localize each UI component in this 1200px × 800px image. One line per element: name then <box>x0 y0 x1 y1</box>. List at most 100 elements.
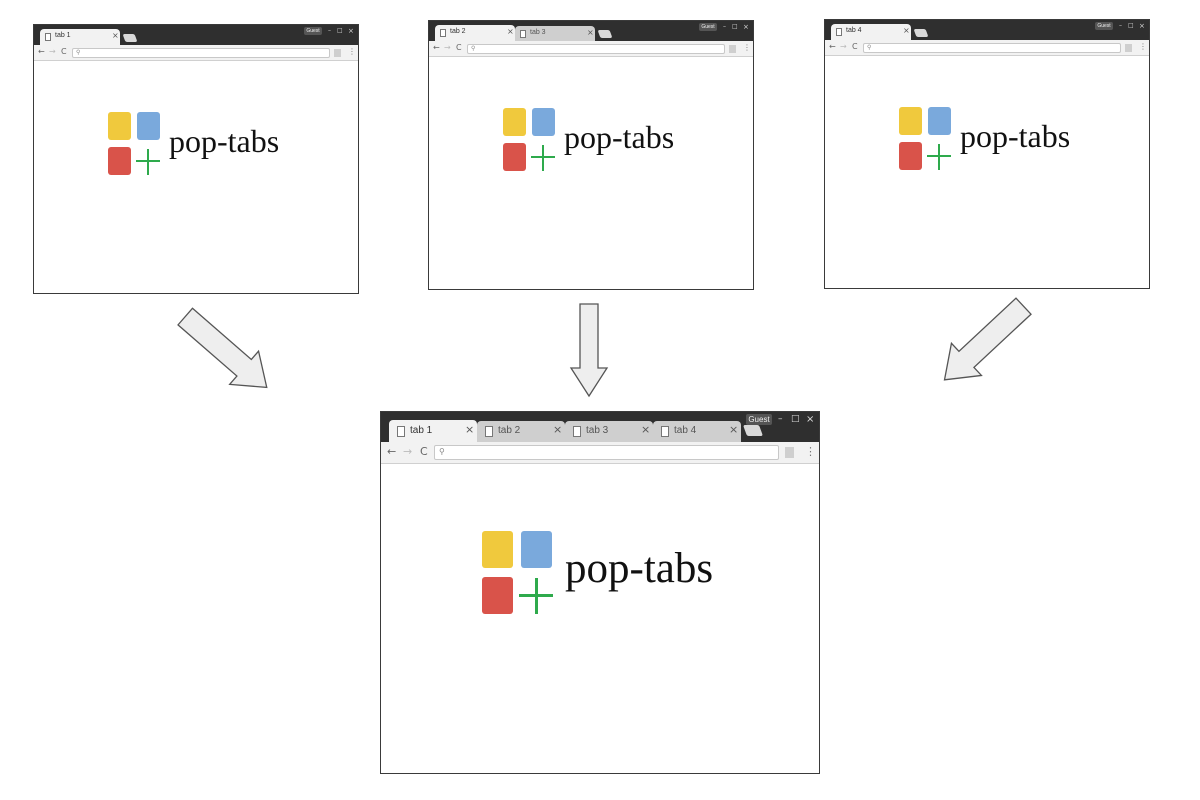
minimize-icon[interactable]: – <box>1119 22 1122 29</box>
minimize-icon[interactable]: – <box>723 23 726 30</box>
pop-tabs-logo: pop-tabs <box>503 108 693 172</box>
extension-icon[interactable] <box>729 45 736 53</box>
tab-label: tab 2 <box>450 28 466 35</box>
maximize-icon[interactable]: □ <box>337 27 343 34</box>
guest-badge[interactable]: Guest <box>304 27 322 35</box>
logo-plus-icon-stem <box>938 144 940 170</box>
search-icon: ⚲ <box>867 44 872 51</box>
logo-red-square <box>482 577 513 614</box>
reload-icon[interactable]: C <box>61 47 67 56</box>
tab-3[interactable]: tab 3 × <box>515 26 595 41</box>
tab-2[interactable]: tab 2 × <box>477 421 565 442</box>
extension-icon[interactable] <box>1125 44 1132 52</box>
tab-label: tab 1 <box>410 425 433 436</box>
page-content: pop-tabs <box>34 61 358 293</box>
close-window-icon[interactable]: × <box>743 23 749 31</box>
address-bar[interactable]: ⚲ <box>434 445 779 460</box>
reload-icon[interactable]: C <box>456 43 462 52</box>
logo-text: pop-tabs <box>960 118 1071 154</box>
maximize-icon[interactable]: □ <box>732 23 738 30</box>
page-icon <box>520 30 526 38</box>
close-window-icon[interactable]: × <box>806 414 815 425</box>
tab-close-button[interactable]: × <box>553 423 563 436</box>
forward-icon[interactable]: → <box>840 42 847 51</box>
close-window-icon[interactable]: × <box>348 27 354 35</box>
toolbar: ← → C ⚲ ⋮ <box>825 40 1149 56</box>
tab-4[interactable]: tab 4 × <box>831 24 911 40</box>
title-bar: tab 2 × tab 3 × Guest – □ × <box>429 21 753 41</box>
extension-icon[interactable] <box>785 447 794 458</box>
browser-window-3: tab 4 × Guest – □ × ← → C ⚲ ⋮ pop-tabs <box>824 19 1150 289</box>
menu-dots-icon[interactable]: ⋮ <box>348 47 356 56</box>
page-content: pop-tabs <box>381 464 819 773</box>
tab-close-button[interactable]: × <box>507 27 514 36</box>
back-icon[interactable]: ← <box>829 42 836 51</box>
logo-blue-square <box>521 531 552 568</box>
menu-dots-icon[interactable]: ⋮ <box>743 43 751 52</box>
tab-2[interactable]: tab 2 × <box>435 25 515 41</box>
maximize-icon[interactable]: □ <box>1128 22 1134 29</box>
logo-red-square <box>108 147 131 175</box>
maximize-icon[interactable]: □ <box>791 414 800 424</box>
tab-close-button[interactable]: × <box>465 423 475 436</box>
tab-close-button[interactable]: × <box>903 26 910 35</box>
logo-yellow-square <box>108 112 131 140</box>
back-icon[interactable]: ← <box>433 43 440 52</box>
guest-badge[interactable]: Guest <box>1095 22 1113 30</box>
tab-label: tab 3 <box>586 425 609 436</box>
page-content: pop-tabs <box>825 56 1149 288</box>
tab-4[interactable]: tab 4 × <box>653 421 741 442</box>
tab-close-button[interactable]: × <box>587 28 594 37</box>
extension-icon[interactable] <box>334 49 341 57</box>
page-icon <box>573 426 581 437</box>
forward-icon[interactable]: → <box>403 445 413 458</box>
back-icon[interactable]: ← <box>387 445 397 458</box>
guest-badge[interactable]: Guest <box>746 414 772 425</box>
tab-label: tab 3 <box>530 29 546 36</box>
pop-tabs-logo: pop-tabs <box>899 107 1089 171</box>
tab-close-button[interactable]: × <box>729 423 739 436</box>
merged-browser-window: tab 1 × tab 2 × tab 3 × tab 4 × Guest – … <box>380 411 820 774</box>
reload-icon[interactable]: C <box>420 445 428 458</box>
tab-label: tab 4 <box>846 27 862 34</box>
tab-3[interactable]: tab 3 × <box>565 421 653 442</box>
page-icon <box>397 426 405 437</box>
tab-label: tab 2 <box>498 425 521 436</box>
title-bar: tab 4 × Guest – □ × <box>825 20 1149 40</box>
title-bar: tab 1 × tab 2 × tab 3 × tab 4 × Guest – … <box>381 412 819 442</box>
guest-badge[interactable]: Guest <box>699 23 717 31</box>
search-icon: ⚲ <box>439 447 445 456</box>
logo-yellow-square <box>503 108 526 136</box>
logo-yellow-square <box>899 107 922 135</box>
logo-red-square <box>899 142 922 170</box>
reload-icon[interactable]: C <box>852 42 858 51</box>
menu-dots-icon[interactable]: ⋮ <box>805 445 816 458</box>
new-tab-button[interactable] <box>742 425 764 436</box>
address-bar[interactable]: ⚲ <box>72 48 330 58</box>
forward-icon[interactable]: → <box>49 47 56 56</box>
logo-blue-square <box>137 112 160 140</box>
menu-dots-icon[interactable]: ⋮ <box>1139 42 1147 51</box>
page-icon <box>440 29 446 37</box>
pop-tabs-logo: pop-tabs <box>482 531 732 617</box>
tab-close-button[interactable]: × <box>641 423 651 436</box>
tab-label: tab 4 <box>674 425 697 436</box>
tab-close-button[interactable]: × <box>112 31 119 40</box>
address-bar[interactable]: ⚲ <box>863 43 1121 53</box>
page-icon <box>836 28 842 36</box>
minimize-icon[interactable]: – <box>328 27 331 34</box>
tab-1[interactable]: tab 1 × <box>389 420 477 442</box>
page-icon <box>661 426 669 437</box>
logo-blue-square <box>532 108 555 136</box>
logo-text: pop-tabs <box>564 119 675 155</box>
tab-1[interactable]: tab 1 × <box>40 29 120 45</box>
minimize-icon[interactable]: – <box>778 414 783 424</box>
arrow-left-to-merged <box>177 307 268 389</box>
logo-plus-icon-stem <box>147 149 149 175</box>
arrow-right-to-merged <box>943 297 1032 381</box>
forward-icon[interactable]: → <box>444 43 451 52</box>
back-icon[interactable]: ← <box>38 47 45 56</box>
close-window-icon[interactable]: × <box>1139 22 1145 30</box>
address-bar[interactable]: ⚲ <box>467 44 725 54</box>
